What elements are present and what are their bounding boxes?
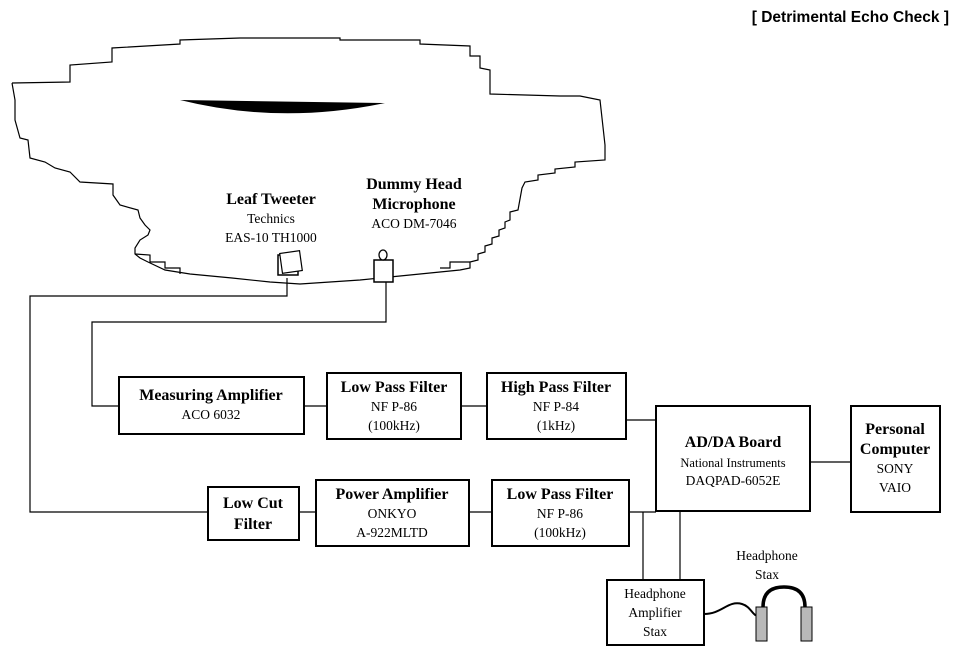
measuring-amplifier-name: Measuring Amplifier: [139, 387, 283, 404]
personal-computer-model: VAIO: [879, 480, 911, 495]
connection-wires: [29, 278, 851, 580]
headphone-icon: [703, 585, 813, 642]
personal-computer-block: Personal Computer SONY VAIO: [850, 405, 941, 513]
low-pass-filter-bottom-model: NF P-86: [537, 506, 583, 521]
dummy-head-microphone-label: Dummy Head Microphone ACO DM-7046: [366, 176, 462, 231]
ad-da-board-block: AD/DA Board National Instruments DAQPAD-…: [655, 405, 811, 512]
tweeter-maker: Technics: [247, 211, 295, 226]
microphone-name-line2: Microphone: [372, 196, 455, 213]
ad-da-board-model: DAQPAD-6052E: [686, 473, 781, 488]
measuring-amplifier-block: Measuring Amplifier ACO 6032: [118, 376, 305, 435]
power-amplifier-block: Power Amplifier ONKYO A-922MLTD: [315, 479, 470, 547]
low-pass-filter-top-name: Low Pass Filter: [341, 379, 448, 396]
leaf-tweeter-label: Leaf Tweeter Technics EAS-10 TH1000: [225, 191, 317, 245]
high-pass-filter-model: NF P-84: [533, 399, 579, 414]
low-pass-filter-bottom-spec: (100kHz): [534, 525, 586, 540]
low-pass-filter-bottom-block: Low Pass Filter NF P-86 (100kHz): [491, 479, 630, 547]
headphone-label: Headphone Stax: [736, 548, 797, 582]
power-amplifier-maker: ONKYO: [368, 506, 417, 521]
low-cut-filter-name-line1: Low Cut: [223, 495, 284, 512]
headphone-amplifier-block: Headphone Amplifier Stax: [606, 579, 705, 646]
low-pass-filter-top-spec: (100kHz): [368, 418, 420, 433]
diagram-title: [ Detrimental Echo Check ]: [752, 9, 949, 26]
ad-da-board-maker: National Instruments: [680, 456, 785, 470]
power-amplifier-name: Power Amplifier: [335, 486, 448, 503]
high-pass-filter-spec: (1kHz): [537, 418, 575, 433]
high-pass-filter-block: High Pass Filter NF P-84 (1kHz): [486, 372, 627, 440]
microphone-model: ACO DM-7046: [371, 216, 456, 231]
low-pass-filter-top-block: Low Pass Filter NF P-86 (100kHz): [326, 372, 462, 440]
low-pass-filter-top-model: NF P-86: [371, 399, 417, 414]
low-cut-filter-name-line2: Filter: [234, 516, 272, 533]
headphone-amplifier-line1: Headphone: [624, 586, 685, 601]
measuring-amplifier-model: ACO 6032: [182, 407, 241, 422]
tweeter-icon: [277, 250, 303, 276]
microphone-name-line1: Dummy Head: [366, 176, 462, 193]
high-pass-filter-name: High Pass Filter: [501, 379, 611, 396]
tweeter-model: EAS-10 TH1000: [225, 230, 317, 245]
personal-computer-name-line1: Personal: [865, 421, 925, 438]
concert-hall-outline: [11, 37, 606, 285]
tweeter-name: Leaf Tweeter: [226, 191, 316, 208]
power-amplifier-model: A-922MLTD: [356, 525, 428, 540]
personal-computer-maker: SONY: [877, 461, 914, 476]
headphone-amplifier-line3: Stax: [643, 624, 667, 639]
low-pass-filter-bottom-name: Low Pass Filter: [507, 486, 614, 503]
personal-computer-name-line2: Computer: [860, 441, 930, 458]
low-cut-filter-block: Low Cut Filter: [207, 486, 300, 541]
headphone-amplifier-line2: Amplifier: [628, 605, 682, 620]
headphone-name: Headphone: [736, 548, 797, 563]
microphone-icon: [373, 249, 394, 283]
ad-da-board-name: AD/DA Board: [685, 434, 782, 451]
headphone-maker: Stax: [755, 567, 779, 582]
